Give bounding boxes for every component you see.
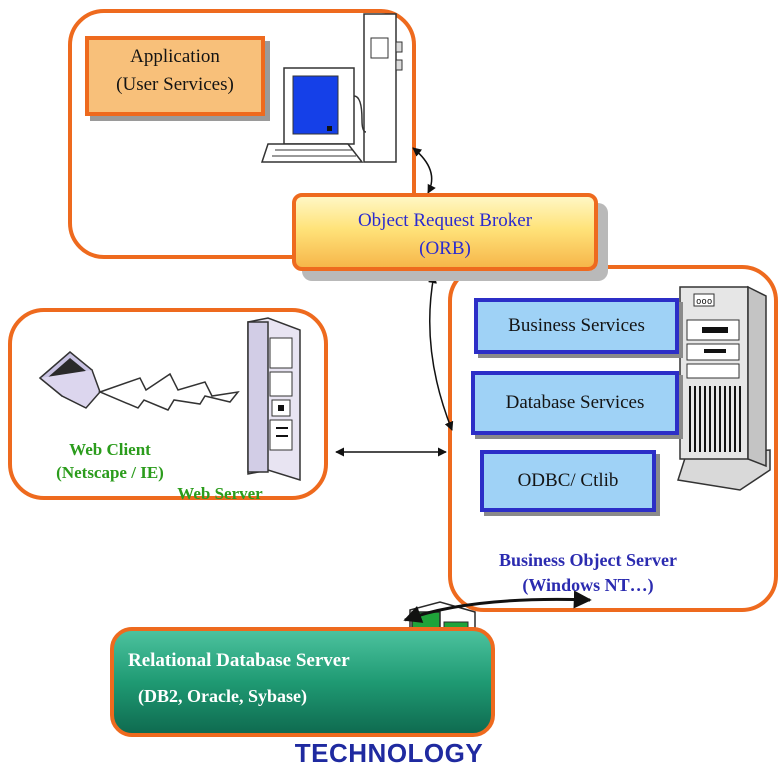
- web-client-browsers: (Netscape / IE): [56, 463, 164, 482]
- odbc-ctlib-box: ODBC/ Ctlib: [480, 450, 656, 512]
- orb-box: [292, 193, 598, 271]
- business-object-server-os: (Windows NT…): [522, 575, 654, 595]
- web-client-label: Web Client: [69, 440, 151, 459]
- arrow-application-orb: [412, 147, 436, 194]
- wireless-lightning-icon: [97, 372, 240, 411]
- application-label-box: [85, 36, 265, 116]
- orb-subtitle: (ORB): [419, 238, 471, 259]
- business-server-icon: ooo: [677, 285, 771, 491]
- svg-text:ooo: ooo: [696, 297, 712, 307]
- business-object-server-caption: Business Object Server: [499, 550, 677, 570]
- business-services-box: Business Services: [474, 298, 679, 354]
- web-server-label: Web Server: [177, 484, 263, 503]
- application-title: Application: [130, 46, 220, 67]
- database-services-box: Database Services: [471, 371, 679, 435]
- arrow-business-server-database: [403, 590, 592, 623]
- relational-database-box: [110, 627, 495, 737]
- laptop-icon: [38, 351, 101, 409]
- relational-database-title: Relational Database Server: [128, 650, 350, 671]
- application-subtitle: (User Services): [116, 74, 234, 95]
- orb-title: Object Request Broker: [357, 210, 533, 231]
- relational-database-vendors: (DB2, Oracle, Sybase): [138, 686, 307, 706]
- web-server-icon: [247, 317, 301, 482]
- arrow-orb-business-server: [428, 274, 454, 431]
- technology-title: TECHNOLOGY: [294, 738, 484, 768]
- desktop-computer-icon: [260, 13, 403, 163]
